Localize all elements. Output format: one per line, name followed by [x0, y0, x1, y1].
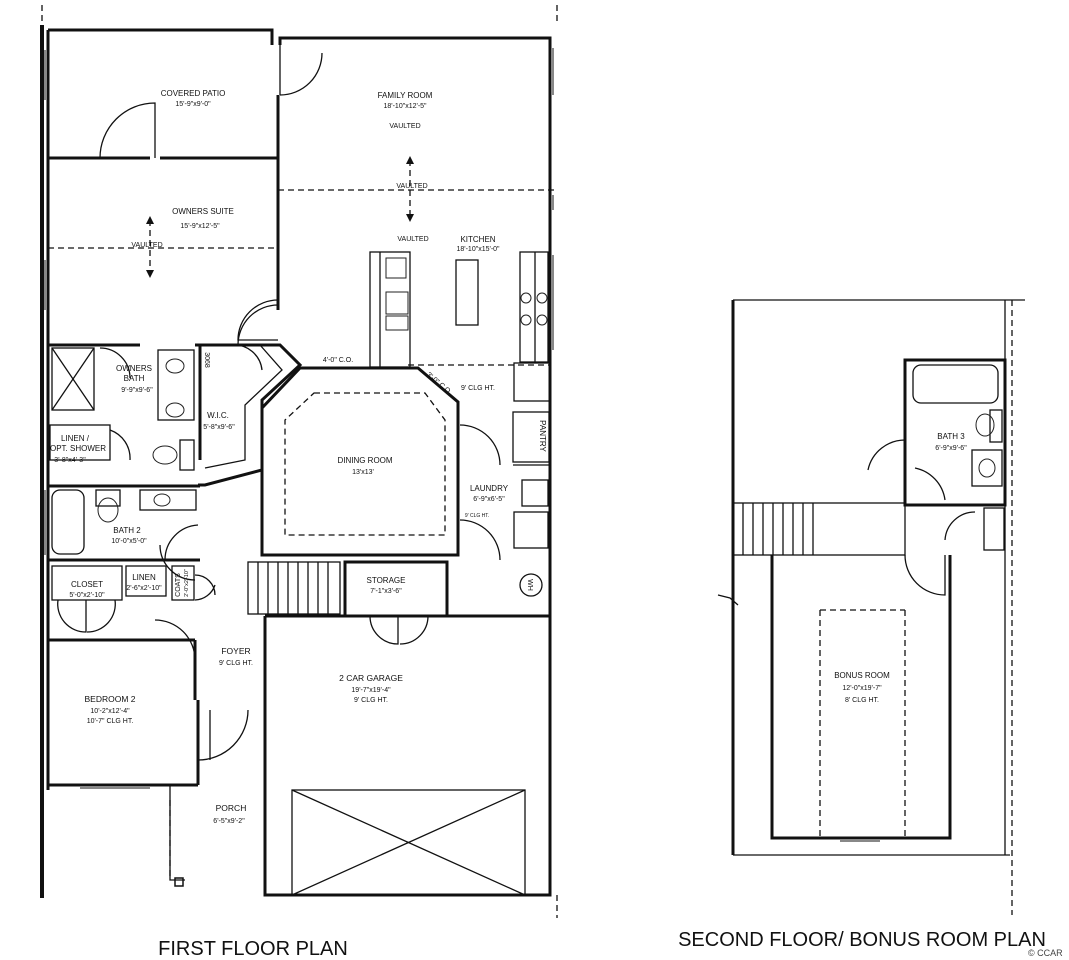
- linen-dims: 2'-6"x2'-10": [126, 585, 162, 592]
- linen-shower-dims: 3'-8"x4'-3": [54, 457, 86, 464]
- kitchen-dims: 18'-10"x15'-0": [456, 246, 500, 253]
- foyer-name: FOYER: [221, 646, 250, 656]
- bath3-dims: 6'-9"x9'-6": [935, 445, 967, 452]
- vaulted-mid-label: VAULTED: [396, 183, 427, 190]
- second-floor-plan: [717, 299, 1025, 915]
- bedroom2-name: BEDROOM 2: [84, 694, 135, 704]
- owners-bath-name2: BATH: [124, 374, 145, 383]
- bath2-name: BATH 2: [113, 526, 141, 535]
- kitchen-note: VAULTED: [397, 236, 428, 243]
- bonus-room-name: BONUS ROOM: [834, 671, 890, 680]
- garage-dims: 19'-7"x19'-4": [351, 687, 391, 694]
- linen-shower-name2: OPT. SHOWER: [50, 444, 106, 453]
- bath3-name: BATH 3: [937, 432, 965, 441]
- linen-shower-name1: LINEN /: [61, 434, 90, 443]
- covered-patio-dims: 15'-9"x9'-0": [175, 101, 211, 108]
- owners-bath-name1: OWNERS: [116, 364, 152, 373]
- closet-dims: 5'-0"x2'-10": [69, 592, 105, 599]
- storage-name: STORAGE: [367, 576, 406, 585]
- laundry-dims: 6'-9"x6'-5": [473, 496, 505, 503]
- linen-name: LINEN: [132, 573, 156, 582]
- laundry-clg: 9' CLG HT.: [465, 513, 489, 519]
- co-3-label: 3'-0" C.O.: [425, 371, 453, 396]
- family-room-dims: 18'-10"x12'-5": [383, 103, 427, 110]
- foyer-clg: 9' CLG HT.: [219, 660, 253, 667]
- laundry-name: LAUNDRY: [470, 484, 509, 493]
- room-labels: COVERED PATIO 15'-9"x9'-0" FAMILY ROOM 1…: [50, 89, 967, 825]
- bonus-room-clg: 8' CLG HT.: [845, 697, 879, 704]
- kitchen-clg-label: 9' CLG HT.: [461, 385, 495, 392]
- porch-name: PORCH: [216, 803, 247, 813]
- owners-suite-dims: 15'-9"x12'-5": [180, 223, 220, 230]
- family-room-note: VAULTED: [389, 123, 420, 130]
- bedroom2-dims: 10'-2"x12'-4": [90, 708, 130, 715]
- door-3068-label: 3068: [203, 352, 210, 368]
- garage-clg: 9' CLG HT.: [354, 697, 388, 704]
- pantry-label: PANTRY: [538, 420, 547, 452]
- second-floor-title: SECOND FLOOR/ BONUS ROOM PLAN: [678, 929, 1046, 951]
- dining-room-name: DINING ROOM: [337, 456, 392, 465]
- owners-bath-dims: 9'-9"x9'-6": [121, 387, 153, 394]
- owners-suite-note: VAULTED: [131, 242, 162, 249]
- watermark: © CCAR: [1028, 948, 1063, 958]
- wic-dims: 5'-8"x9'-6": [203, 424, 235, 431]
- porch-dims: 6'-5"x9'-2": [213, 818, 245, 825]
- bath2-dims: 10'-0"x5'-0": [111, 538, 147, 545]
- dining-room-dims: 13'x13': [352, 469, 374, 476]
- covered-patio-name: COVERED PATIO: [161, 89, 226, 98]
- closet-name: CLOSET: [71, 580, 103, 589]
- coats-dims: 2'-0"x2'-10": [184, 569, 190, 597]
- owners-suite-name: OWNERS SUITE: [172, 207, 234, 216]
- bedroom2-clg: 10'-7" CLG HT.: [87, 718, 134, 725]
- coats-name: COATS: [175, 573, 182, 597]
- wic-name: W.I.C.: [207, 411, 229, 420]
- co-4-label: 4'-0" C.O.: [323, 357, 353, 364]
- water-heater-label: WH: [526, 579, 533, 591]
- kitchen-name: KITCHEN: [460, 235, 495, 244]
- bonus-room-dims: 12'-0"x19'-7": [842, 685, 882, 692]
- storage-dims: 7'-1"x3'-6": [370, 588, 402, 595]
- family-room-name: FAMILY ROOM: [378, 91, 433, 100]
- first-floor-plan: [40, 5, 558, 918]
- first-floor-title: FIRST FLOOR PLAN: [158, 938, 348, 960]
- garage-name: 2 CAR GARAGE: [339, 673, 403, 683]
